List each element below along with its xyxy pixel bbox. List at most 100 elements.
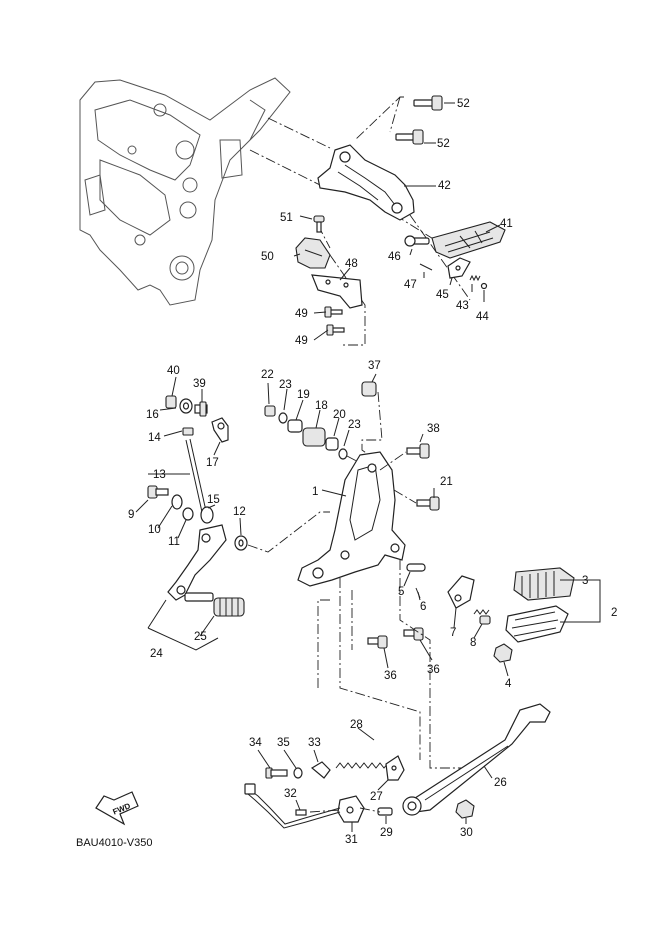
callout-41: 41 xyxy=(500,218,513,230)
callout-36-a: 36 xyxy=(384,670,397,682)
shift-lever-24 xyxy=(167,524,227,602)
callout-23-a: 23 xyxy=(279,379,292,391)
callout-23-b: 23 xyxy=(348,419,361,431)
ball-44 xyxy=(480,282,488,290)
bolt-38 xyxy=(406,443,430,459)
spring-28 xyxy=(335,762,389,769)
callout-34: 34 xyxy=(249,737,262,749)
rod-end-15 xyxy=(200,506,214,524)
nut-30 xyxy=(455,799,475,819)
callout-40: 40 xyxy=(167,365,180,377)
callout-4: 4 xyxy=(505,678,512,690)
shift-rubber-25 xyxy=(213,597,245,617)
collar-37 xyxy=(361,381,377,397)
callout-44: 44 xyxy=(476,311,489,323)
collar-19 xyxy=(287,419,303,433)
callout-2: 2 xyxy=(611,607,617,619)
bolt-21 xyxy=(416,496,440,511)
callout-49-b: 49 xyxy=(295,335,308,347)
callout-30: 30 xyxy=(460,827,473,839)
rod-end-17 xyxy=(211,417,229,443)
guide-line-37 xyxy=(361,391,383,461)
plate-45 xyxy=(447,257,471,279)
callout-19: 19 xyxy=(297,389,310,401)
frame-outline xyxy=(79,77,291,306)
leader-lines xyxy=(135,102,572,832)
callout-7: 7 xyxy=(450,627,456,639)
guide-line-38 xyxy=(379,451,407,471)
callout-25: 25 xyxy=(194,631,207,643)
callout-14: 14 xyxy=(148,432,161,444)
guide-line-switch xyxy=(309,807,381,813)
screw-32 xyxy=(295,809,307,816)
callout-1: 1 xyxy=(312,486,318,498)
guide-line-21 xyxy=(393,489,417,504)
callout-48: 48 xyxy=(345,258,358,270)
pin-5 xyxy=(406,563,426,572)
switch-31 xyxy=(337,795,365,823)
nut-22 xyxy=(264,405,276,417)
callout-17: 17 xyxy=(206,457,219,469)
diagram-code: BAU4010-V350 xyxy=(76,837,152,849)
nut-40 xyxy=(165,395,177,409)
callout-20: 20 xyxy=(333,409,346,421)
callout-47: 47 xyxy=(404,279,417,291)
callout-50: 50 xyxy=(261,251,274,263)
cover-50 xyxy=(295,237,331,269)
spring-43 xyxy=(469,274,481,282)
callout-27: 27 xyxy=(370,791,383,803)
bracket-48 xyxy=(311,274,363,309)
bolt-34 xyxy=(265,767,288,779)
spring-8 xyxy=(473,609,491,625)
main-bracket-1 xyxy=(297,451,406,587)
callout-22: 22 xyxy=(261,369,274,381)
bolt-29 xyxy=(377,807,393,816)
guide-line-12 xyxy=(247,511,330,553)
footrest-bracket-42 xyxy=(317,144,415,221)
callout-31: 31 xyxy=(345,834,358,846)
callout-35: 35 xyxy=(277,737,290,749)
callout-36-b: 36 xyxy=(427,664,440,676)
callout-42: 42 xyxy=(438,180,451,192)
callout-6: 6 xyxy=(420,601,426,613)
bolt-9 xyxy=(147,485,169,499)
callout-labels: 1 2 3 4 5 6 7 8 9 10 11 12 13 14 15 16 1… xyxy=(128,98,617,846)
callout-52-b: 52 xyxy=(437,138,450,150)
pin-46 xyxy=(404,235,430,247)
bolt-49-b xyxy=(326,324,345,336)
shift-rod-13 xyxy=(185,438,207,513)
washer-23b xyxy=(338,448,348,460)
guide-line-lower-c xyxy=(399,560,480,769)
callout-3: 3 xyxy=(582,575,588,587)
callout-37: 37 xyxy=(368,360,381,372)
callout-29: 29 xyxy=(380,827,393,839)
callout-49-a: 49 xyxy=(295,308,308,320)
bushing-18 xyxy=(302,427,326,447)
washer-16 xyxy=(179,398,193,414)
bolt-36-a xyxy=(367,635,388,649)
plate-7 xyxy=(447,575,475,609)
callout-15: 15 xyxy=(207,494,220,506)
bolt-39 xyxy=(194,401,208,417)
callout-33: 33 xyxy=(308,737,321,749)
footrest-41 xyxy=(431,221,506,259)
callout-28: 28 xyxy=(350,719,363,731)
callout-12: 12 xyxy=(233,506,246,518)
bolt-52-a xyxy=(413,95,443,111)
nut-14 xyxy=(182,427,194,436)
washer-23a xyxy=(278,412,288,424)
callout-32: 32 xyxy=(284,788,297,800)
leader-2 xyxy=(560,579,601,623)
callout-10: 10 xyxy=(148,524,161,536)
bracket-27 xyxy=(385,755,405,781)
leader-24 xyxy=(147,599,219,651)
callout-51: 51 xyxy=(280,212,293,224)
guide-line-lower-d xyxy=(317,599,330,690)
guide-line-pivot xyxy=(346,455,367,467)
bolt-36-b xyxy=(403,627,424,641)
spacer-20 xyxy=(325,437,339,451)
sidestand-26 xyxy=(402,703,551,816)
washer-10 xyxy=(171,494,183,510)
